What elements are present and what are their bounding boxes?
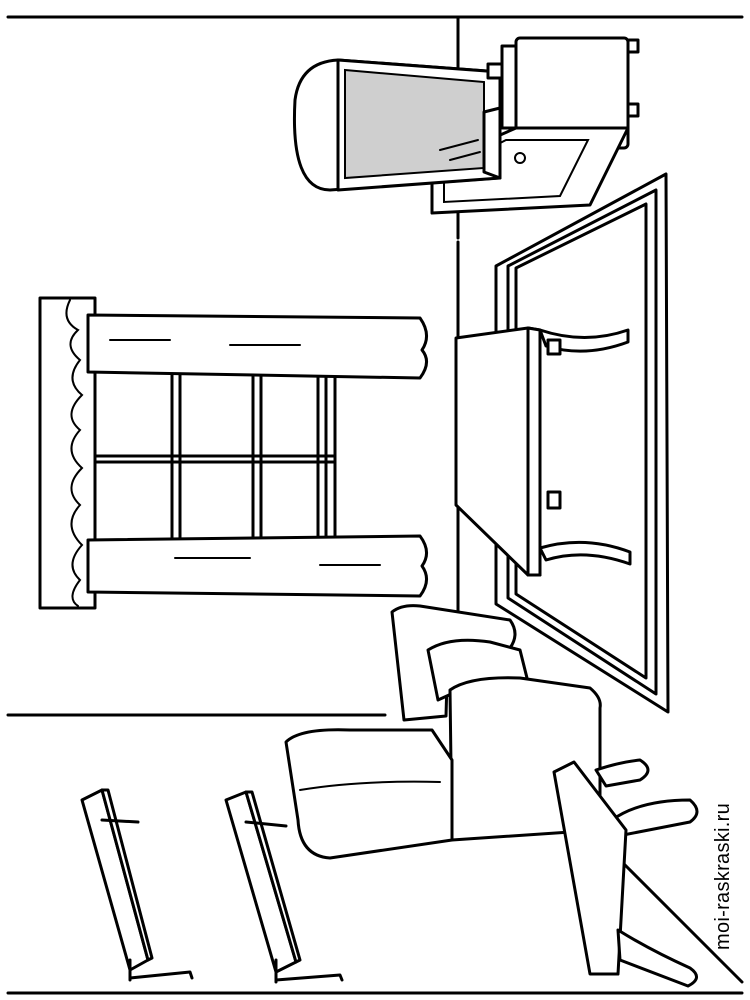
window: [95, 370, 335, 542]
bench-right: [226, 792, 342, 982]
armchair-right: [554, 760, 697, 986]
table: [456, 328, 630, 575]
curtain-valance: [40, 298, 95, 608]
curtain-top: [88, 315, 427, 378]
bench-left: [82, 790, 192, 980]
site-watermark: moi-raskraski.ru: [712, 802, 734, 950]
sofa: [286, 606, 600, 858]
microwave-oven: [294, 60, 502, 190]
curtain-bottom: [88, 536, 427, 596]
